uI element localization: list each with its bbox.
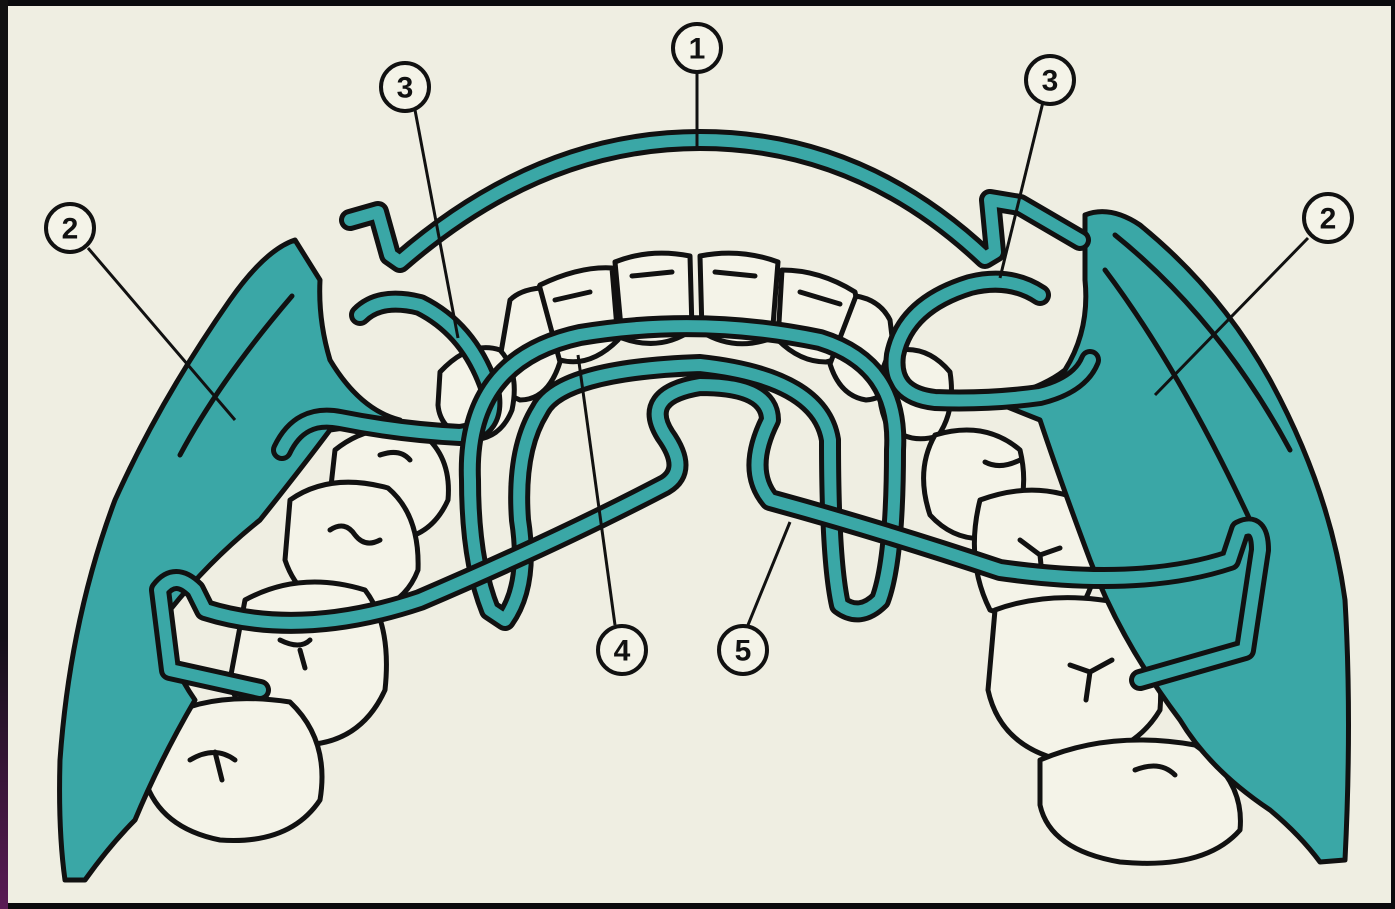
callout-1-label: 1 [689,33,706,66]
callout-2-left: 2 [46,204,94,252]
left-edge-strip [0,0,8,909]
callout-5: 5 [719,626,767,674]
callout-3-left: 3 [381,63,429,111]
callout-4-label: 4 [614,635,631,668]
callout-5-label: 5 [735,635,752,668]
leader-5 [748,522,790,625]
callout-2-right: 2 [1304,194,1352,242]
leader-3-right [1000,102,1043,278]
callout-2-left-label: 2 [62,213,79,246]
callout-3-right-label: 3 [1042,65,1059,98]
diagram-canvas: 1 2 2 3 3 4 5 [8,6,1391,903]
callout-1: 1 [673,24,721,72]
labial-arch-wire [350,140,1080,262]
callout-3-right: 3 [1026,56,1074,104]
callout-3-left-label: 3 [397,72,414,105]
callout-4: 4 [598,626,646,674]
callout-2-right-label: 2 [1320,203,1337,236]
orthodontic-appliance-diagram: 1 2 2 3 3 4 5 [8,6,1391,903]
leader-4 [578,355,615,625]
